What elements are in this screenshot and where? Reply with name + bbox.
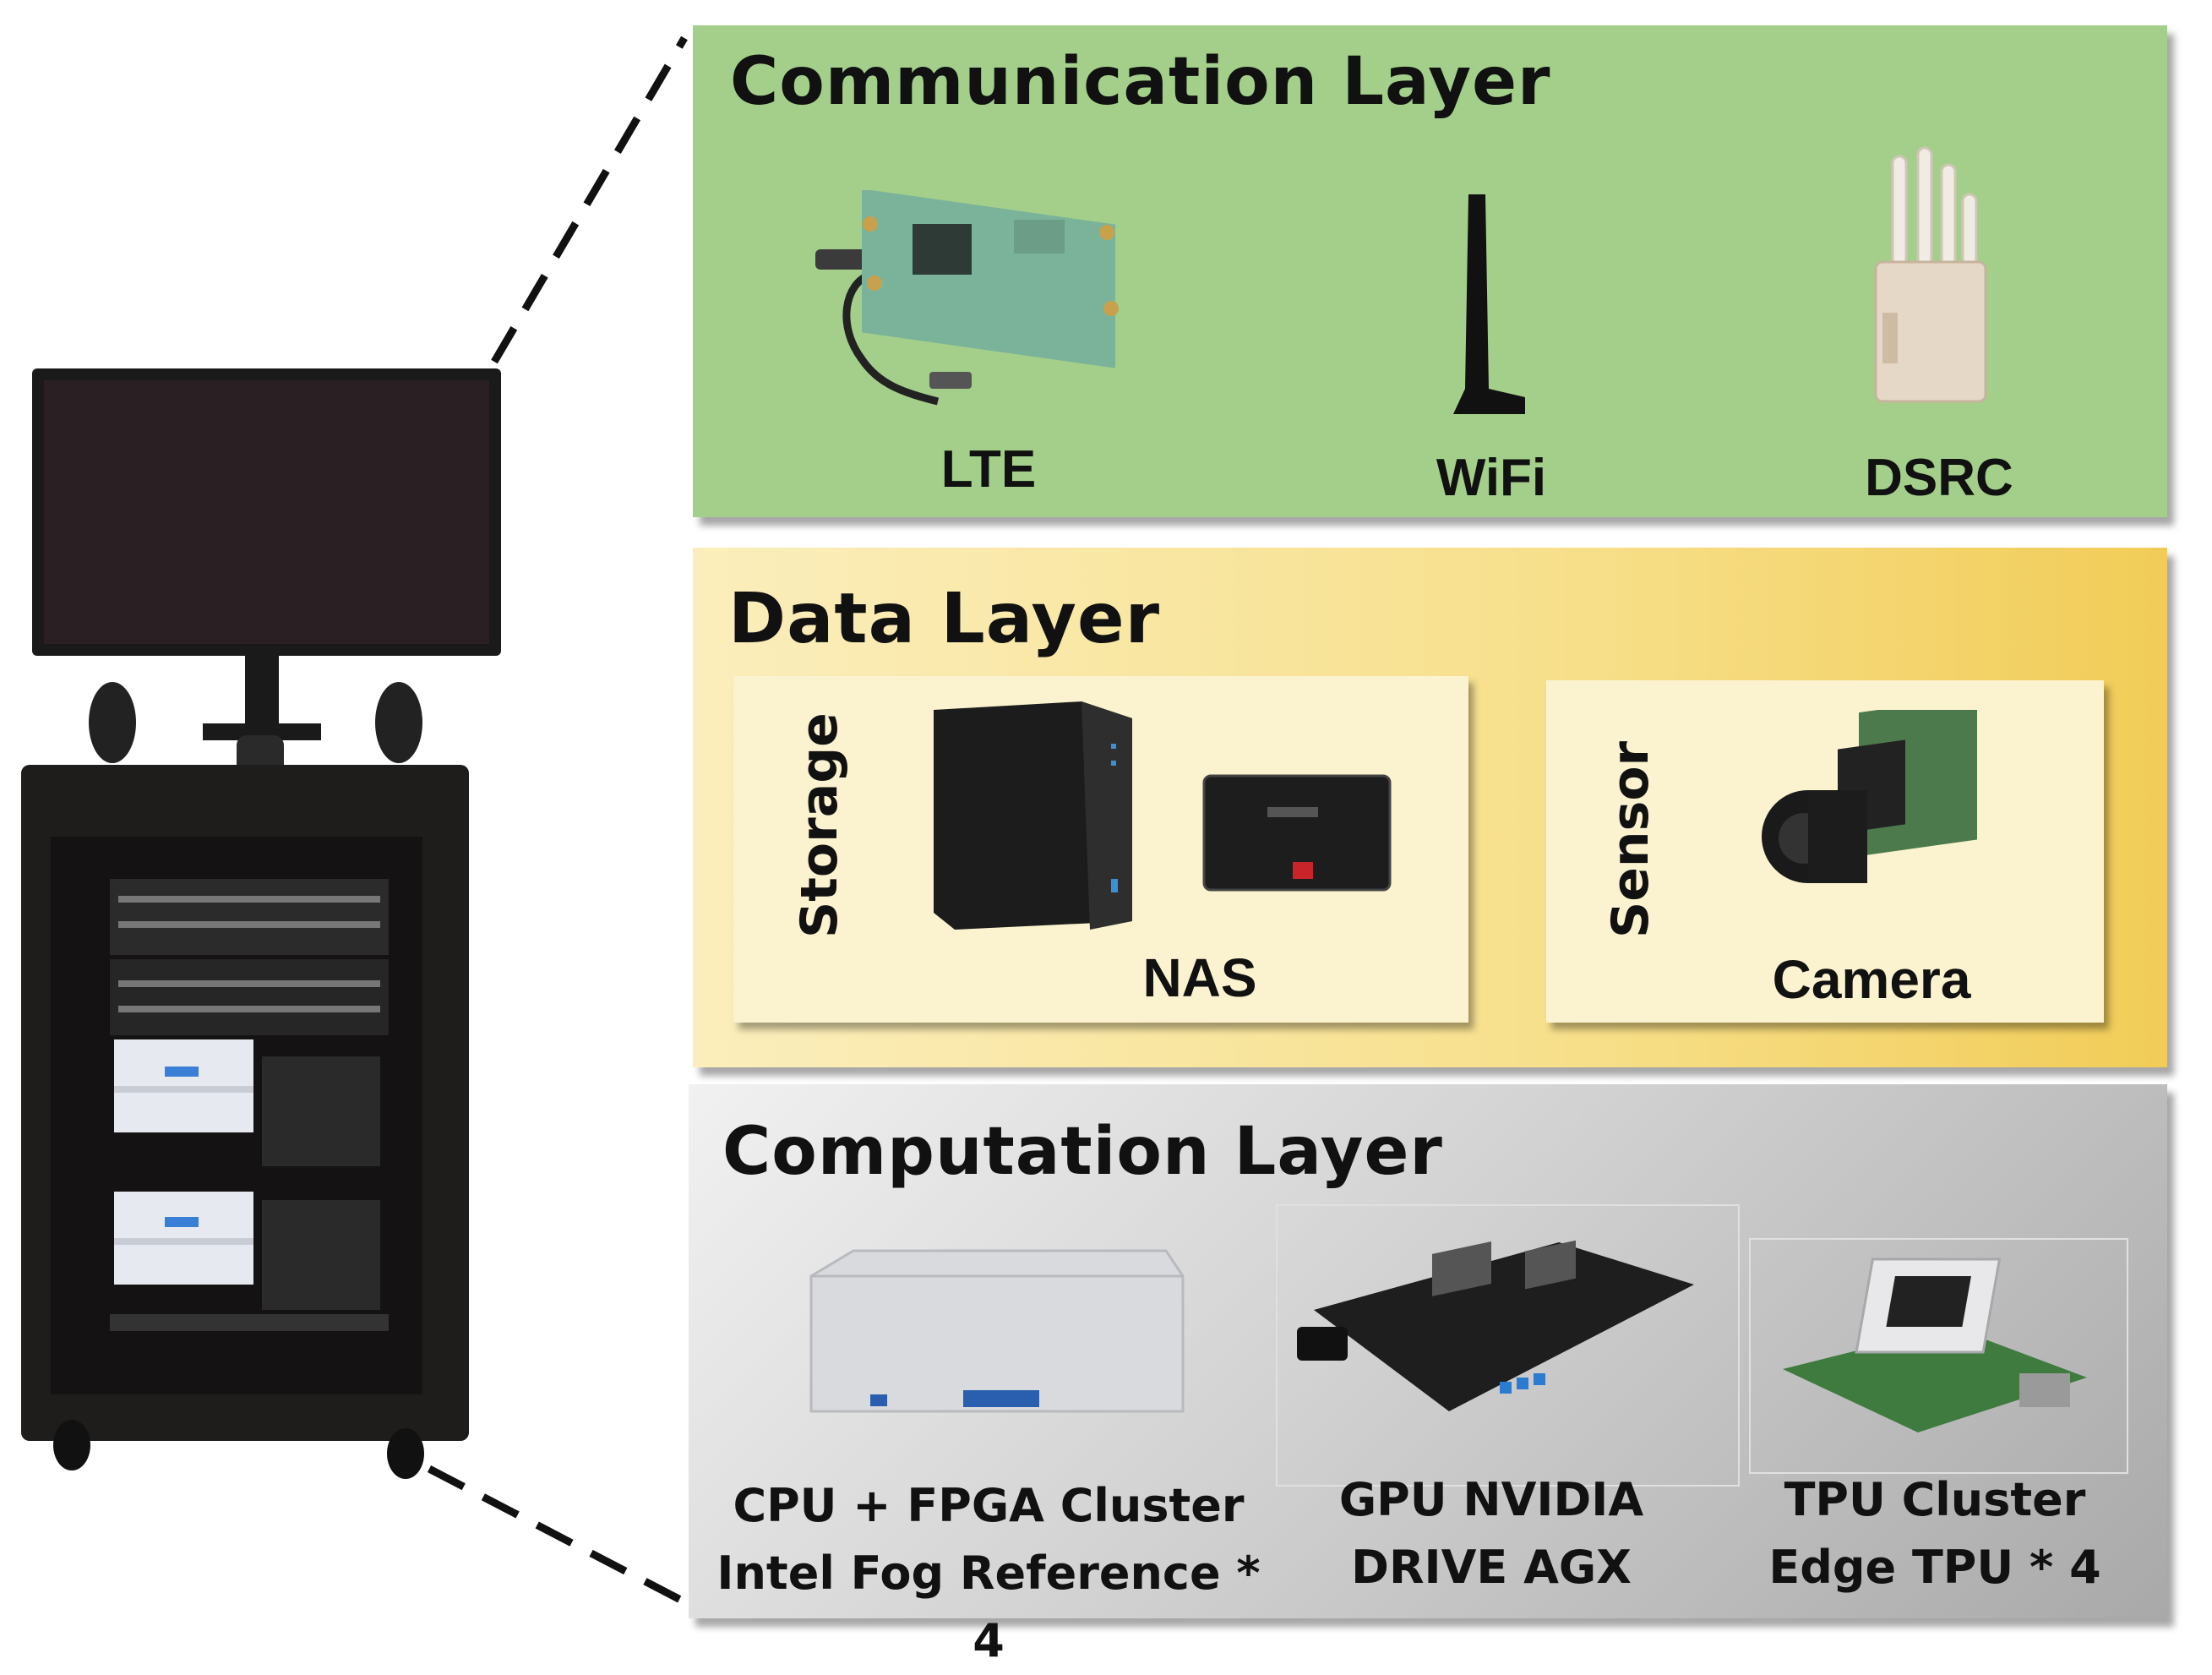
storage-label: Storage (790, 712, 849, 938)
gpu-frame (1276, 1204, 1740, 1487)
tpu-line1-label: TPU Cluster (1784, 1473, 2086, 1526)
tpu-line2-label: Edge TPU * 4 (1768, 1541, 2101, 1594)
data-layer-title: Data Layer (728, 579, 1161, 659)
lte-label: LTE (940, 440, 1037, 499)
wifi-antenna-icon (1453, 194, 1525, 414)
fog-line1-label: CPU + FPGA Cluster (733, 1479, 1245, 1532)
communication-layer-title: Communication Layer (730, 44, 1551, 120)
sensor-label: Sensor (1601, 740, 1660, 938)
gpu-board-icon (1297, 1240, 1694, 1411)
connector-line-top (491, 35, 688, 364)
nas-label: NAS (1142, 947, 1257, 1008)
wifi-label: WiFi (1436, 449, 1547, 507)
dsrc-router-icon (1874, 146, 1987, 403)
camera-label: Camera (1772, 949, 1971, 1010)
dsrc-label: DSRC (1865, 449, 2013, 507)
connector-line-bottom (427, 1465, 691, 1607)
ssd-icon (1202, 774, 1392, 892)
fog-server-icon (809, 1249, 1185, 1413)
computation-layer-title: Computation Layer (722, 1114, 1443, 1190)
gpu-line2-label: DRIVE AGX (1351, 1541, 1632, 1594)
gpu-line1-label: GPU NVIDIA (1338, 1473, 1644, 1526)
camera-module-icon (1762, 710, 1977, 883)
tpu-board-icon (1783, 1258, 2087, 1432)
lte-board-icon (815, 190, 1119, 406)
nas-icon (934, 701, 1132, 930)
tpu-frame (1749, 1238, 2128, 1474)
fog-line2-label: Intel Fog Reference * 4 (716, 1547, 1261, 1667)
